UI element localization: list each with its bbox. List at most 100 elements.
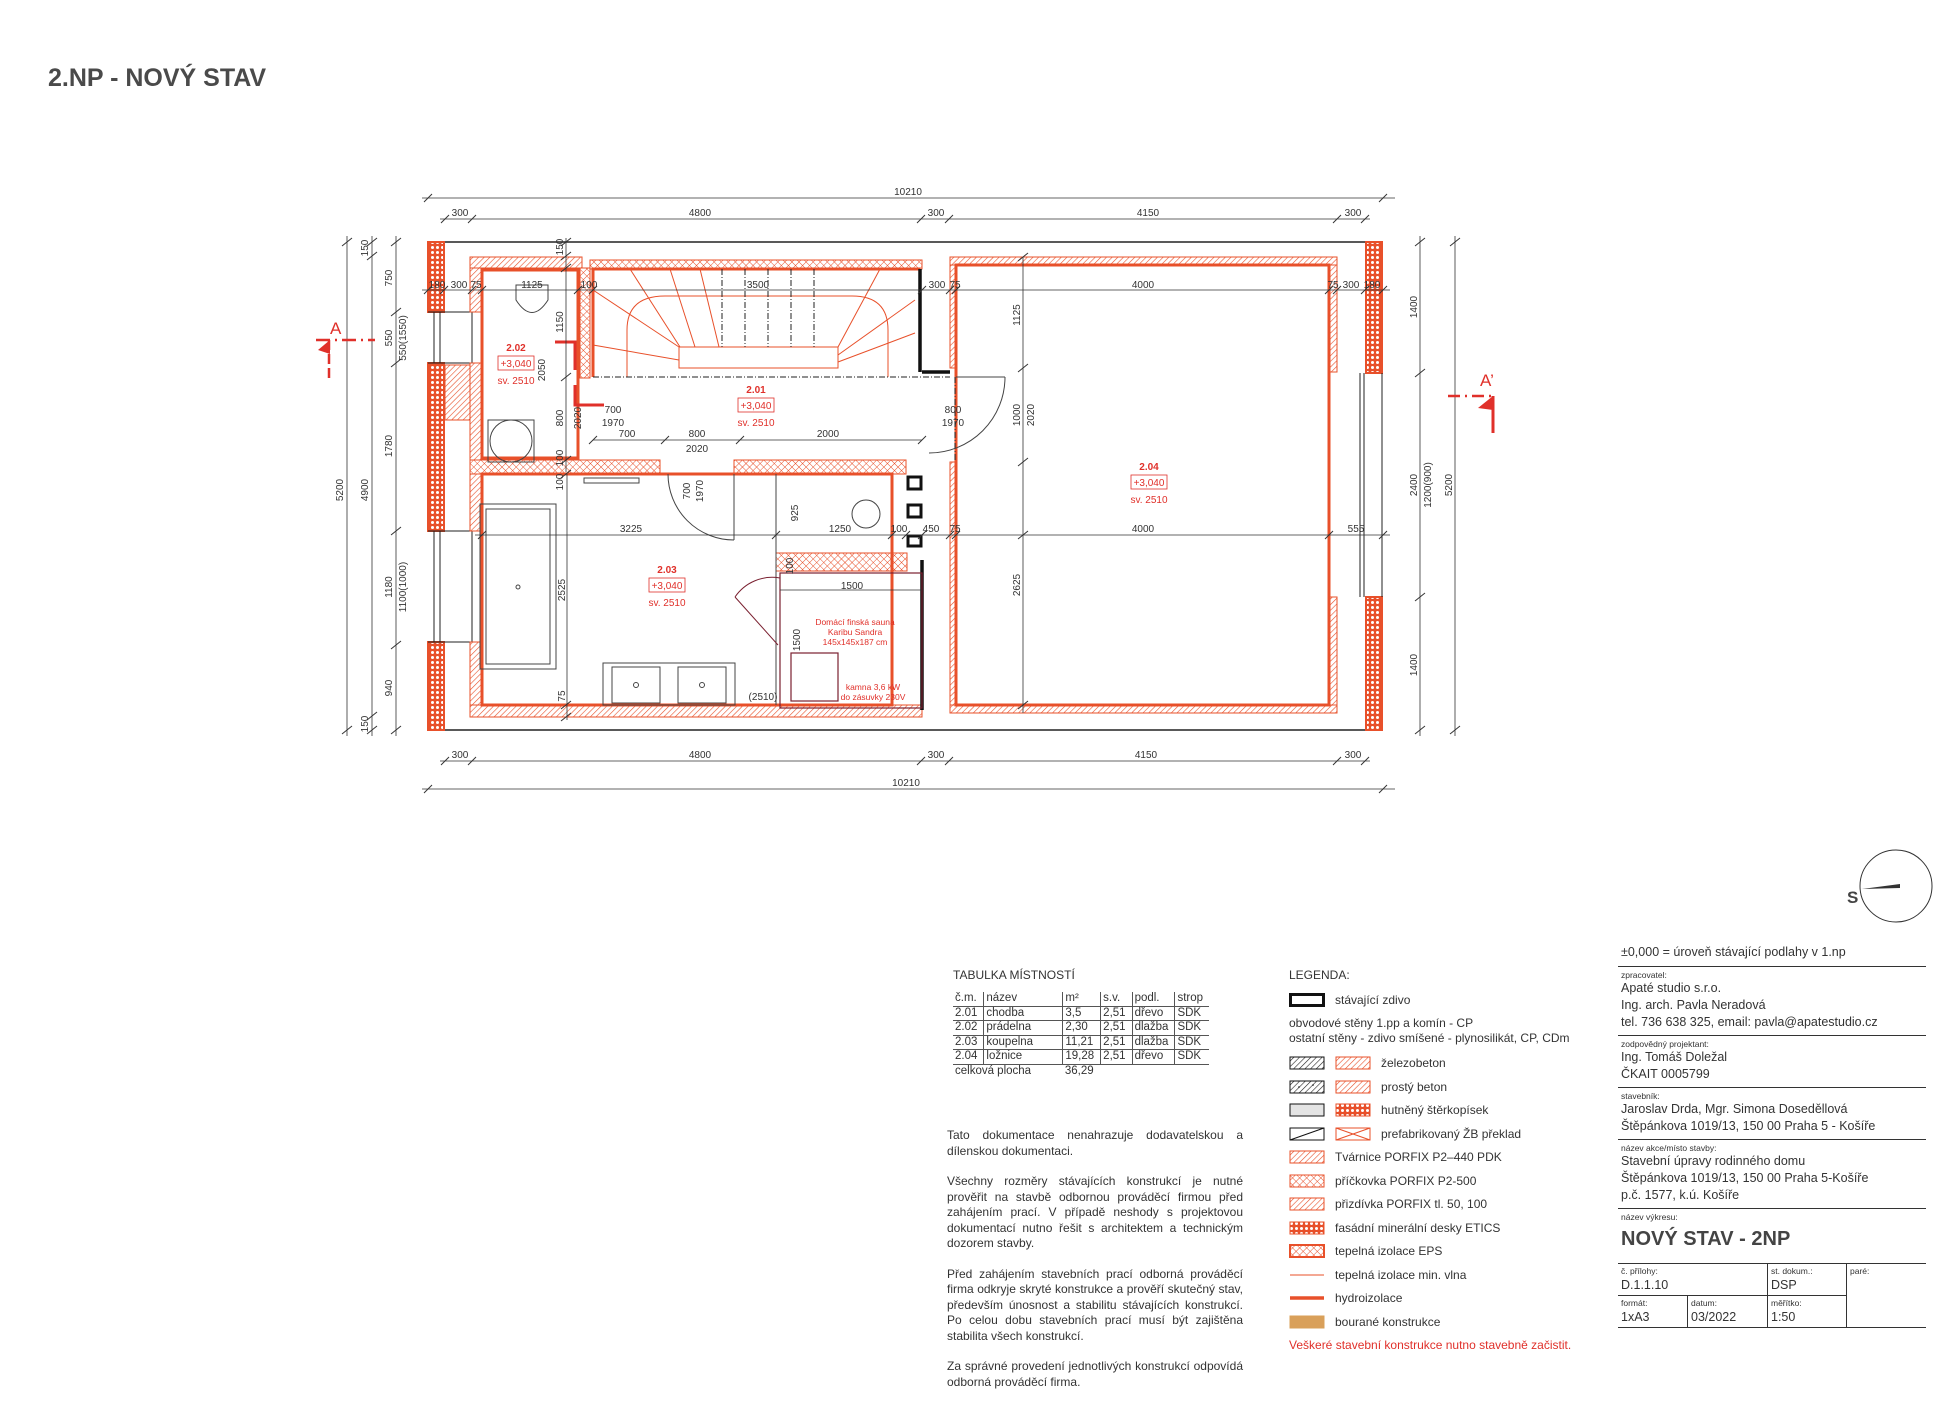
dim-tick (771, 530, 781, 540)
cell: 19,28 (1062, 1049, 1101, 1065)
dim-text: 75 (1327, 280, 1339, 291)
legend-label: prostý beton (1381, 1079, 1448, 1094)
legend-label: hutněný štěrkopísek (1381, 1103, 1489, 1118)
note-paragraph: Tato dokumentace nenahrazuje dodavatelsk… (947, 1128, 1243, 1158)
dim-text: 10210 (892, 778, 920, 789)
dim-tick (735, 435, 745, 445)
dim-text: 75 (949, 280, 961, 291)
legend-item: stávající zdivo (1289, 988, 1619, 1012)
cell: 2.04 (953, 1049, 984, 1065)
dim-tick (1017, 700, 1029, 710)
room-level: +3,040 (652, 581, 683, 592)
legend-items: železobeton prostý beton hutněný štěrkop… (1289, 1052, 1619, 1334)
dim-tick (1324, 285, 1334, 295)
dim-tick (341, 725, 353, 735)
field-value: Ing. arch. Pavla Neradová (1621, 998, 1766, 1012)
doors (667, 376, 1006, 646)
demolished-swatch-icon (1289, 1315, 1325, 1329)
dim-text: 4150 (1135, 750, 1158, 761)
dim-tick (440, 756, 450, 766)
dim-text: 100 (581, 280, 598, 291)
dim-text: 1180 (384, 576, 395, 598)
legend-label: hydroizolace (1335, 1291, 1403, 1306)
dimension-lines (346, 197, 1456, 790)
table-total-row: celková plocha 36,29 (953, 1064, 1209, 1078)
dim-text: 1150 (555, 311, 566, 333)
dim-text: 5200 (335, 478, 346, 501)
dim-tick (1414, 237, 1426, 247)
legend-label: tepelná izolace min. vlna (1335, 1267, 1467, 1282)
cell: dlažba (1131, 1020, 1175, 1036)
sauna-note-line: 145x145x187 cm (823, 637, 888, 647)
stove-note-line: do zásuvky 230V (841, 692, 906, 702)
stove-note-line: kamna 3,6 kW (846, 682, 900, 692)
dim-tick (467, 756, 477, 766)
dim-text: 1500 (792, 628, 803, 651)
dim-tick (1017, 252, 1029, 262)
table-header-row: č.m. název m² s.v. podl. strop (953, 992, 1210, 1007)
dim-tick (1414, 725, 1426, 735)
legend-item: bourané konstrukce (1289, 1310, 1619, 1334)
dim-tick (1378, 193, 1388, 203)
dim-text: 300 (452, 208, 469, 219)
legend: LEGENDA: stávající zdivo obvodové stěny … (1289, 968, 1619, 1352)
dim-text: 4900 (360, 478, 371, 501)
dim-text: 2625 (1012, 573, 1023, 596)
dim-text: 300 (1345, 750, 1362, 761)
dim-tick (916, 214, 926, 224)
dim-tick (439, 285, 449, 295)
dim-text: 75 (949, 524, 961, 535)
sauna-note-line: Domácí finská sauna (815, 617, 895, 627)
tb-format: formát:1xA3 (1618, 1296, 1688, 1328)
tb-projektant: zodpovědný projektant: Ing. Tomáš Doleža… (1618, 1039, 1926, 1088)
field-label: datum: (1691, 1298, 1717, 1308)
dim-tick (477, 285, 487, 295)
cell: 2.01 (953, 1006, 984, 1021)
dim-tick (951, 530, 961, 540)
cell: SDK (1174, 1049, 1210, 1065)
legend-label: tepelná izolace EPS (1335, 1244, 1443, 1259)
waterproofing-swatch-icon (1290, 1296, 1324, 1300)
room-level: +3,040 (501, 359, 532, 370)
dim-tick (945, 530, 955, 540)
dim-tick (366, 725, 378, 735)
room-number: 2.02 (506, 343, 526, 354)
dim-tick (951, 285, 961, 295)
dim-tick (560, 700, 572, 710)
mineral-wool-swatch-icon (1290, 1274, 1324, 1276)
plain-concrete-swatch-icon (1289, 1080, 1325, 1094)
field-value: p.č. 1577, k.ú. Košíře (1621, 1188, 1740, 1202)
legend-item: tepelná izolace min. vlna (1289, 1263, 1619, 1287)
dim-tick (390, 725, 402, 735)
drawing-title: 2.NP - NOVÝ STAV (48, 64, 267, 92)
dim-text: 4800 (689, 208, 712, 219)
column-header: č.m. (953, 992, 984, 1007)
cell: prádelna (983, 1020, 1063, 1036)
tb-grid: č. přílohy:D.1.1.10 st. dokum.:DSP paré:… (1618, 1264, 1926, 1328)
room-number: 2.04 (1139, 462, 1159, 473)
dim-tick (366, 251, 378, 261)
porfix-block-swatch-icon (1289, 1150, 1325, 1164)
staircase (592, 268, 956, 462)
field-label: st. dokum.: (1771, 1266, 1813, 1276)
cell: koupelna (983, 1035, 1063, 1050)
dim-text: 550 (384, 329, 395, 346)
legend-label: prefabrikovaný ŽB překlad (1381, 1126, 1522, 1141)
room-table: TABULKA MÍSTNOSTÍ č.m. název m² s.v. pod… (953, 968, 1210, 1078)
dim-text: 3500 (747, 280, 770, 291)
dim-tick (1017, 530, 1029, 540)
legend-label: fasádní minerální desky ETICS (1335, 1220, 1501, 1235)
dim-tick (560, 251, 572, 261)
room-height: sv. 2510 (737, 418, 774, 429)
dim-text: 550(1550) (398, 315, 409, 361)
dim-text: 1500 (841, 581, 864, 592)
porfix-partition-swatch-icon (1289, 1174, 1325, 1188)
title-block: ±0,000 = úroveň stávající podlahy v 1.np… (1618, 944, 1926, 1328)
dim-text: 75 (470, 280, 482, 291)
dim-tick (917, 530, 927, 540)
legend-item: tepelná izolace EPS (1289, 1240, 1619, 1264)
dim-tick (560, 263, 572, 273)
